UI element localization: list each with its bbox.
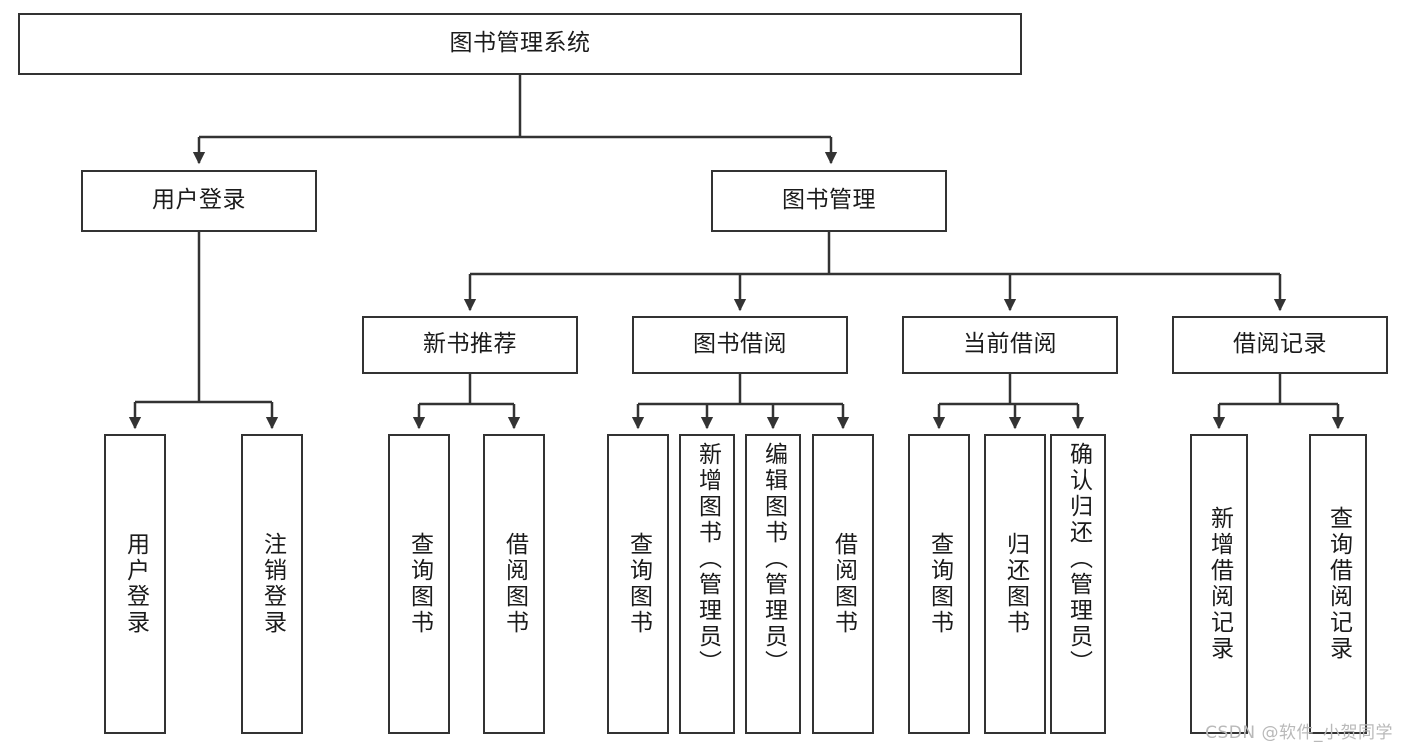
node-leaf-borrow-book-2[interactable]: 借阅图书 bbox=[812, 434, 874, 734]
node-leaf-return-book-label: 归还图书 bbox=[1002, 532, 1029, 636]
node-book-manage-label: 图书管理 bbox=[782, 187, 876, 214]
node-leaf-query-book-2-label: 查询图书 bbox=[625, 532, 652, 636]
node-book-borrow[interactable]: 图书借阅 bbox=[632, 316, 848, 374]
node-leaf-borrow-book-2-label: 借阅图书 bbox=[830, 532, 857, 636]
node-borrow-record[interactable]: 借阅记录 bbox=[1172, 316, 1388, 374]
node-leaf-logout-label: 注销登录 bbox=[259, 532, 286, 636]
node-user-login[interactable]: 用户登录 bbox=[81, 170, 317, 232]
node-leaf-return-book[interactable]: 归还图书 bbox=[984, 434, 1046, 734]
node-book-borrow-label: 图书借阅 bbox=[693, 331, 787, 358]
node-leaf-add-record-label: 新增借阅记录 bbox=[1206, 506, 1233, 662]
node-leaf-query-book-1[interactable]: 查询图书 bbox=[388, 434, 450, 734]
node-leaf-borrow-book-1-label: 借阅图书 bbox=[501, 532, 528, 636]
node-leaf-confirm-return-label: 确认归还（管理员） bbox=[1065, 442, 1092, 676]
node-leaf-query-record-label: 查询借阅记录 bbox=[1325, 506, 1352, 662]
node-leaf-query-book-3[interactable]: 查询图书 bbox=[908, 434, 970, 734]
node-leaf-user-login[interactable]: 用户登录 bbox=[104, 434, 166, 734]
node-leaf-add-book[interactable]: 新增图书（管理员） bbox=[679, 434, 735, 734]
node-leaf-query-book-3-label: 查询图书 bbox=[926, 532, 953, 636]
node-new-book-rec-label: 新书推荐 bbox=[423, 331, 517, 358]
node-leaf-edit-book-label: 编辑图书（管理员） bbox=[760, 442, 787, 676]
node-leaf-edit-book[interactable]: 编辑图书（管理员） bbox=[745, 434, 801, 734]
node-borrow-record-label: 借阅记录 bbox=[1233, 331, 1327, 358]
node-leaf-borrow-book-1[interactable]: 借阅图书 bbox=[483, 434, 545, 734]
node-book-manage[interactable]: 图书管理 bbox=[711, 170, 947, 232]
node-new-book-rec[interactable]: 新书推荐 bbox=[362, 316, 578, 374]
node-leaf-add-record[interactable]: 新增借阅记录 bbox=[1190, 434, 1248, 734]
node-root[interactable]: 图书管理系统 bbox=[18, 13, 1022, 75]
node-leaf-confirm-return[interactable]: 确认归还（管理员） bbox=[1050, 434, 1106, 734]
node-leaf-logout[interactable]: 注销登录 bbox=[241, 434, 303, 734]
node-root-label: 图书管理系统 bbox=[449, 30, 591, 57]
node-leaf-query-book-1-label: 查询图书 bbox=[406, 532, 433, 636]
node-leaf-user-login-label: 用户登录 bbox=[122, 532, 149, 636]
node-current-borrow[interactable]: 当前借阅 bbox=[902, 316, 1118, 374]
node-leaf-query-book-2[interactable]: 查询图书 bbox=[607, 434, 669, 734]
node-current-borrow-label: 当前借阅 bbox=[963, 331, 1057, 358]
node-leaf-add-book-label: 新增图书（管理员） bbox=[694, 442, 721, 676]
watermark-text: CSDN @软件_小贺同学 bbox=[1205, 723, 1393, 743]
node-user-login-label: 用户登录 bbox=[152, 187, 246, 214]
node-leaf-query-record[interactable]: 查询借阅记录 bbox=[1309, 434, 1367, 734]
